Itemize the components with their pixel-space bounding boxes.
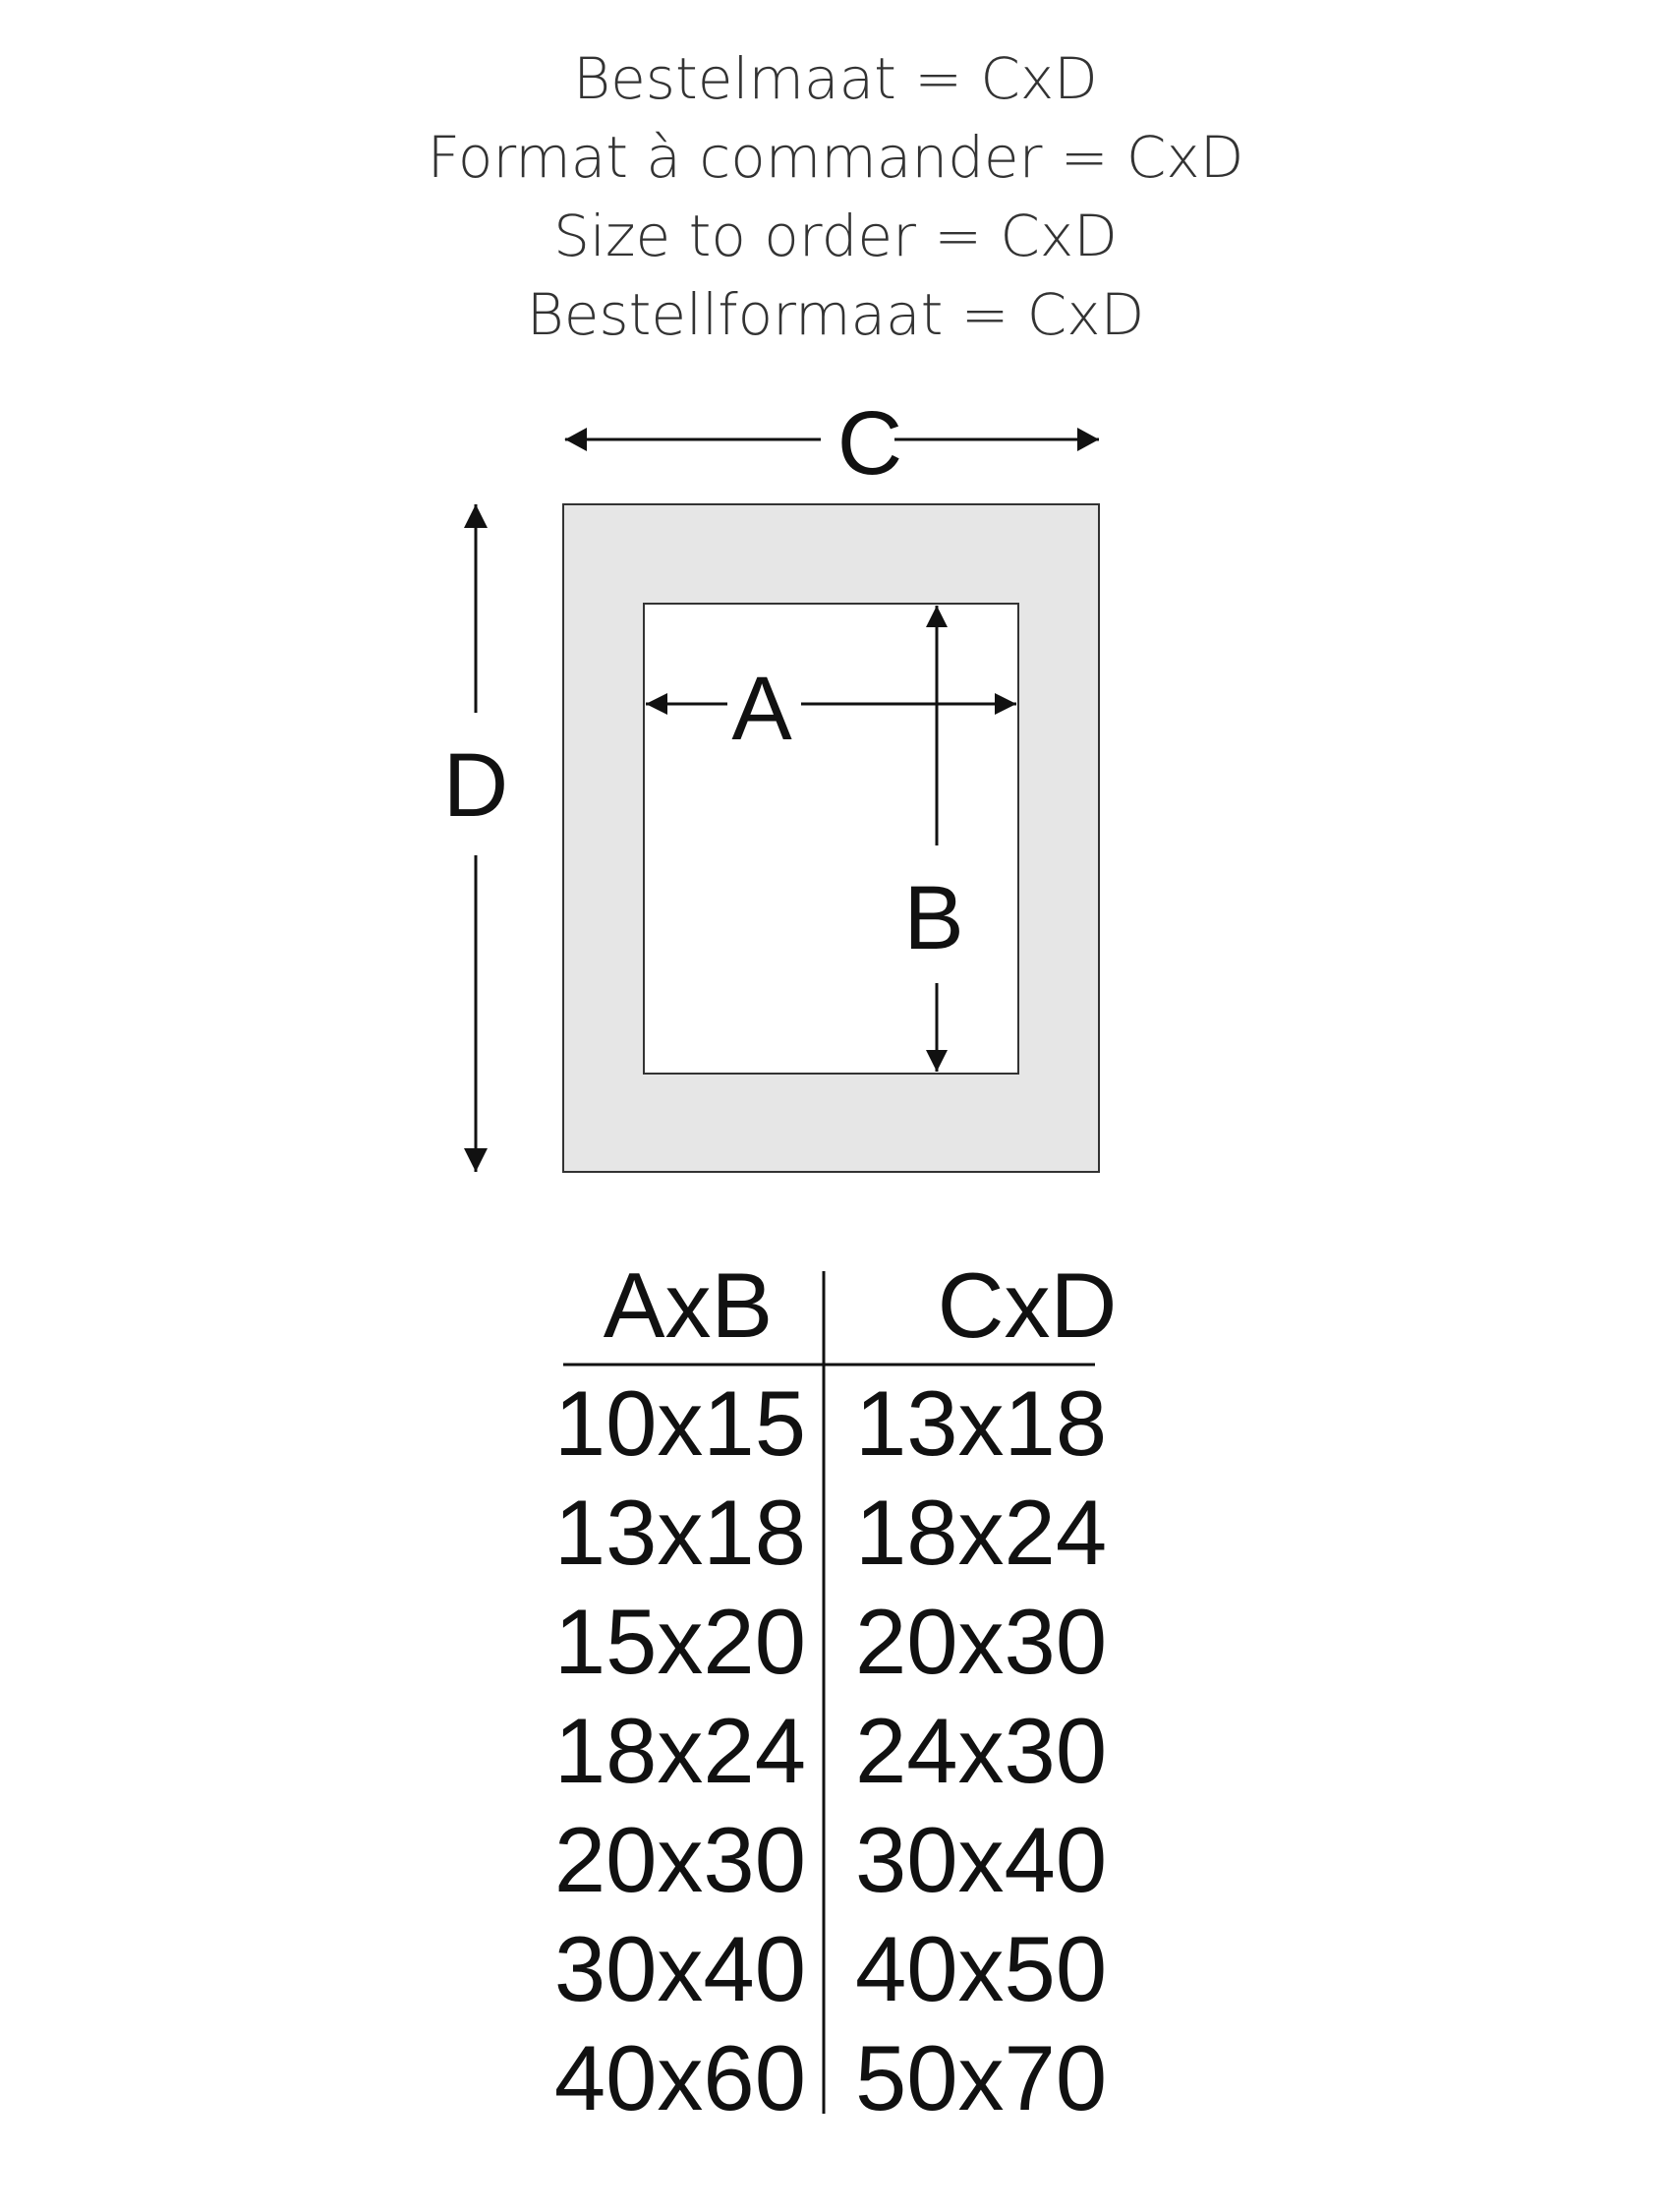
- table-cell-cxd: 13x18: [855, 1371, 1108, 1475]
- table-header-axb: AxB: [603, 1253, 774, 1357]
- dimension-b-arrow: [926, 606, 948, 1072]
- table-cell-cxd: 30x40: [855, 1808, 1108, 1911]
- heading-english: Size to order = CxD: [553, 203, 1118, 269]
- table-cell-axb: 15x20: [553, 1590, 806, 1693]
- table-cell-axb: 40x60: [553, 2026, 806, 2129]
- frame-dimension-diagram: C D A B: [443, 393, 1100, 1173]
- table-cell-axb: 18x24: [553, 1699, 806, 1802]
- table-cell-cxd: 50x70: [855, 2026, 1108, 2129]
- dimension-a-arrow: [646, 693, 1016, 715]
- dimension-d-arrow: [464, 504, 488, 1172]
- table-cell-axb: 10x15: [553, 1371, 806, 1475]
- table-cell-axb: 30x40: [553, 1917, 806, 2020]
- dimension-d-label: D: [443, 735, 508, 836]
- table-cell-axb: 20x30: [553, 1808, 806, 1911]
- heading-dutch: Bestelmaat = CxD: [573, 45, 1098, 112]
- heading-german: Bestellformaat = CxD: [526, 281, 1145, 348]
- dimension-a-label: A: [731, 659, 792, 759]
- dimension-c-label: C: [837, 393, 902, 494]
- mat-opening: [643, 603, 1019, 1075]
- dimension-b-label: B: [903, 868, 963, 968]
- size-headings: Bestelmaat = CxD Format à commander = Cx…: [0, 39, 1671, 354]
- table-cell-axb: 13x18: [553, 1481, 806, 1584]
- dimension-c-arrow: [564, 428, 1099, 451]
- table-cell-cxd: 20x30: [855, 1590, 1108, 1693]
- table-cell-cxd: 40x50: [855, 1917, 1108, 2020]
- table-header-cxd: CxD: [937, 1253, 1118, 1357]
- table-cell-cxd: 18x24: [855, 1481, 1108, 1584]
- table-cell-cxd: 24x30: [855, 1699, 1108, 1802]
- heading-french: Format à commander = CxD: [427, 124, 1244, 191]
